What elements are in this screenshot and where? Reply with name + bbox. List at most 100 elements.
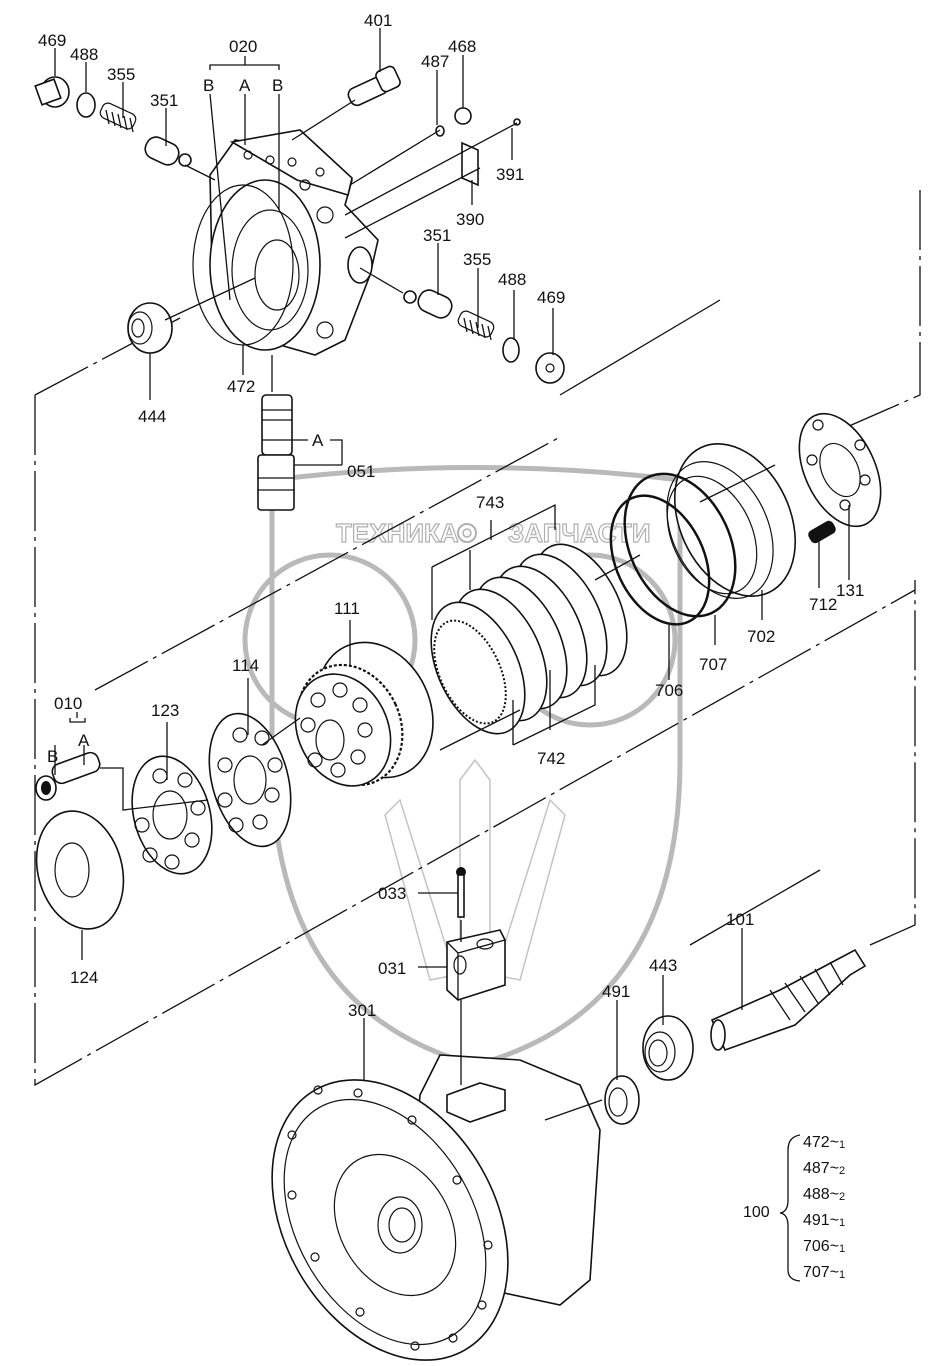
kit-item: 491~1 (803, 1208, 845, 1236)
label-355-top: 355 (107, 65, 135, 84)
plate-390 (461, 141, 479, 187)
kit-item: 707~1 (803, 1260, 845, 1288)
label-712: 712 (809, 595, 837, 614)
bearing-444 (127, 302, 173, 354)
relief-valve-left (34, 76, 192, 167)
label-706: 706 (655, 681, 683, 700)
o-ring-487 (435, 125, 445, 137)
label-469-top: 469 (38, 31, 66, 50)
label-020-a: A (239, 76, 251, 95)
relief-valve-right (403, 289, 565, 384)
kit-item-sep: ~ (829, 1134, 840, 1151)
o-ring-707 (623, 472, 737, 618)
label-491: 491 (602, 982, 630, 1001)
kit-item-qty: 2 (839, 1165, 846, 1177)
label-742: 742 (537, 749, 565, 768)
housing-301 (271, 1054, 601, 1361)
label-114: 114 (232, 656, 259, 675)
cylinder-block-111 (294, 641, 434, 787)
plug-469-right (535, 352, 565, 384)
gear-icon (457, 523, 477, 543)
kit-item-qty: 1 (839, 1139, 846, 1151)
o-ring-488-left (76, 92, 96, 118)
bearing-443 (642, 1015, 694, 1081)
label-707: 707 (699, 655, 727, 674)
kit-item: 472~1 (803, 1130, 845, 1158)
label-051: 051 (347, 462, 375, 481)
label-123: 123 (151, 701, 179, 720)
label-010: 010 (54, 694, 82, 713)
kit-item: 706~1 (803, 1234, 845, 1262)
label-472: 472 (227, 377, 255, 396)
spring-355-right (457, 310, 495, 341)
shaft-101 (710, 948, 867, 1052)
kit-item-part: 706 (803, 1238, 830, 1255)
label-010-a: A (78, 731, 90, 750)
label-124: 124 (70, 968, 98, 987)
label-101: 101 (726, 910, 754, 929)
label-443: 443 (649, 956, 677, 975)
retainer-123 (131, 755, 213, 875)
watermark-left-text: ТЕХНИКА (336, 518, 459, 548)
label-010-b: B (47, 747, 58, 766)
kit-item: 487~2 (803, 1156, 845, 1184)
seal-491 (604, 1075, 640, 1125)
kit-item-qty: 1 (839, 1217, 846, 1229)
label-488-top: 488 (70, 45, 98, 64)
label-020-b-left: B (203, 76, 214, 95)
kit-item-part: 487 (803, 1160, 830, 1177)
label-031: 031 (378, 959, 406, 978)
watermark-right-text: ЗАПЧАСТИ (508, 518, 651, 548)
valve-051 (257, 394, 295, 511)
kit-item-part: 472 (803, 1134, 830, 1151)
kit-item-sep: ~ (829, 1264, 840, 1281)
label-469-right: 469 (537, 288, 565, 307)
leader-lines (54, 28, 850, 1121)
o-ring-706 (609, 494, 711, 626)
label-033: 033 (378, 884, 406, 903)
label-351-top: 351 (150, 91, 178, 110)
kit-item-qty: 1 (839, 1243, 846, 1255)
bolt-033 (456, 867, 466, 918)
piston-010 (35, 751, 101, 801)
label-702: 702 (747, 627, 775, 646)
assembly-lines (34, 190, 921, 1087)
kit-number: 100 (743, 1204, 770, 1221)
friction-plates (430, 543, 628, 735)
kit-item-sep: ~ (829, 1186, 840, 1203)
block-031 (446, 929, 506, 1001)
plate-131 (798, 412, 882, 528)
kit-item-part: 488 (803, 1186, 830, 1203)
plug-468 (454, 107, 472, 125)
label-743: 743 (476, 493, 504, 512)
label-111: 111 (334, 599, 360, 618)
label-391: 391 (496, 165, 524, 184)
poppet-351-right (403, 289, 453, 319)
bolt-401 (347, 65, 401, 107)
label-401: 401 (364, 11, 392, 30)
spring-355-left (99, 102, 137, 133)
label-488-right: 488 (498, 270, 526, 289)
part-labels: 469 488 355 351 020 B A B 401 487 468 39… (38, 11, 864, 1020)
spring-712 (808, 520, 836, 544)
kit-item-qty: 1 (839, 1269, 846, 1281)
kit-item-qty: 2 (839, 1191, 846, 1203)
plug-469-left (34, 76, 70, 108)
label-131: 131 (836, 581, 864, 600)
valve-cover (192, 129, 379, 356)
label-020: 020 (229, 37, 257, 56)
kit-item-sep: ~ (829, 1160, 840, 1177)
kit-item: 488~2 (803, 1182, 845, 1210)
label-355-right: 355 (463, 250, 491, 269)
kit-item-part: 491 (803, 1212, 830, 1229)
kit-item-sep: ~ (829, 1238, 840, 1255)
o-ring-488-right (502, 337, 520, 363)
kit-item-sep: ~ (829, 1212, 840, 1229)
thrust-plate-124 (35, 810, 125, 930)
label-020-b-right: B (272, 76, 283, 95)
kit-item-part: 707 (803, 1264, 830, 1281)
label-487: 487 (421, 52, 449, 71)
label-468: 468 (448, 37, 476, 56)
label-051-a: A (312, 431, 324, 450)
